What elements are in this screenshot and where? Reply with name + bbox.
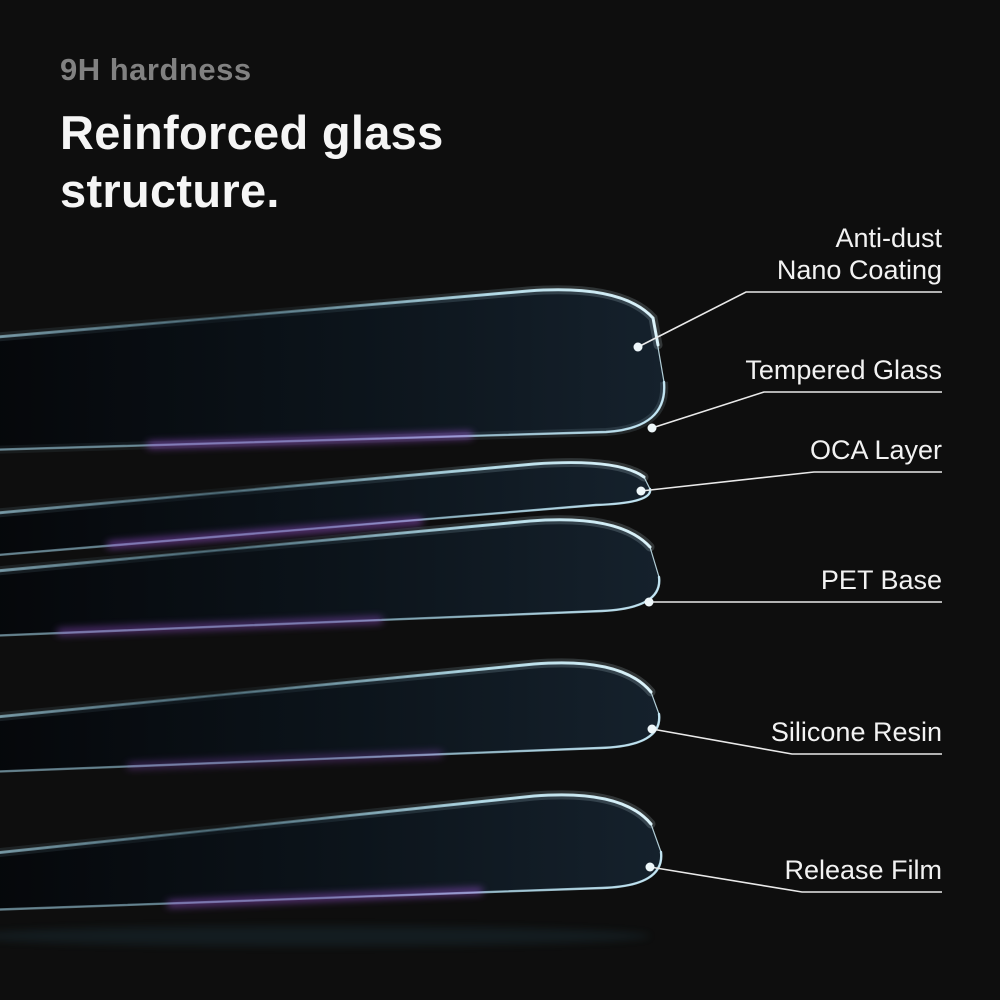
callout-label-silicone-resin: Silicone Resin — [771, 716, 942, 748]
callout-label-anti-dust-nano-coating: Anti-dust Nano Coating — [777, 222, 942, 286]
page-title: Reinforced glass structure. — [60, 104, 444, 220]
slab-top-edge — [0, 461, 646, 515]
header: 9H hardness Reinforced glass structure. — [60, 52, 444, 220]
slab-bottom-edge — [0, 575, 661, 637]
callout-text: Nano Coating — [776, 255, 942, 285]
layer-slab-release-film — [0, 790, 663, 911]
layer-slab-tempered-glass — [0, 285, 669, 454]
page-title-line-1: Reinforced glass — [60, 106, 444, 159]
callout-text: OCA Layer — [809, 435, 942, 465]
slab-bottom-edge — [0, 712, 661, 773]
slab-body — [0, 289, 665, 451]
callout-text: Tempered Glass — [745, 355, 942, 385]
callout-line-oca-layer — [640, 471, 942, 492]
floor-glow — [0, 926, 650, 946]
layer-slab-silicone-resin — [0, 658, 661, 773]
layer-slab-oca — [0, 458, 652, 557]
callout-line-tempered-glass — [651, 391, 942, 429]
slab-bottom-edge — [0, 380, 666, 451]
callout-label-tempered-glass: Tempered Glass — [745, 354, 942, 386]
callout-label-release-film: Release Film — [784, 854, 942, 886]
callout-text: PET Base — [820, 565, 942, 595]
purple-glow — [167, 888, 483, 907]
callout-dot-anti-dust-nano-coating — [633, 342, 643, 352]
callout-line-anti-dust-nano-coating — [637, 291, 942, 348]
callout-text: Anti-dust — [835, 223, 942, 253]
purple-glow — [147, 432, 473, 448]
slab-top-edge — [0, 288, 660, 347]
purple-glow — [107, 518, 423, 548]
slab-bottom-edge — [0, 850, 663, 911]
eyebrow-text: 9H hardness — [60, 52, 252, 87]
callout-label-pet-base: PET Base — [821, 564, 942, 596]
purple-glow — [57, 617, 383, 635]
callout-line-silicone-resin — [651, 728, 942, 755]
callout-dot-release-film — [645, 862, 655, 872]
callout-dot-pet-base — [644, 597, 654, 607]
callout-text: Release Film — [784, 855, 942, 885]
purple-glow — [127, 751, 443, 769]
slab-body — [0, 794, 662, 911]
slab-top-edge — [0, 793, 653, 855]
callout-lines — [633, 291, 942, 893]
slab-bottom-edge — [0, 487, 652, 557]
callout-dot-oca-layer — [636, 486, 646, 496]
slab-top-edge — [0, 518, 652, 573]
slab-top-edge — [0, 661, 653, 719]
callout-text: Silicone Resin — [770, 717, 942, 747]
callout-dot-silicone-resin — [647, 724, 657, 734]
callout-dot-tempered-glass — [647, 423, 657, 433]
callout-line-release-film — [649, 866, 942, 893]
page-title-line-2: structure. — [60, 164, 280, 217]
callout-label-oca-layer: OCA Layer — [810, 434, 942, 466]
layer-slab-pet-base — [0, 515, 661, 637]
